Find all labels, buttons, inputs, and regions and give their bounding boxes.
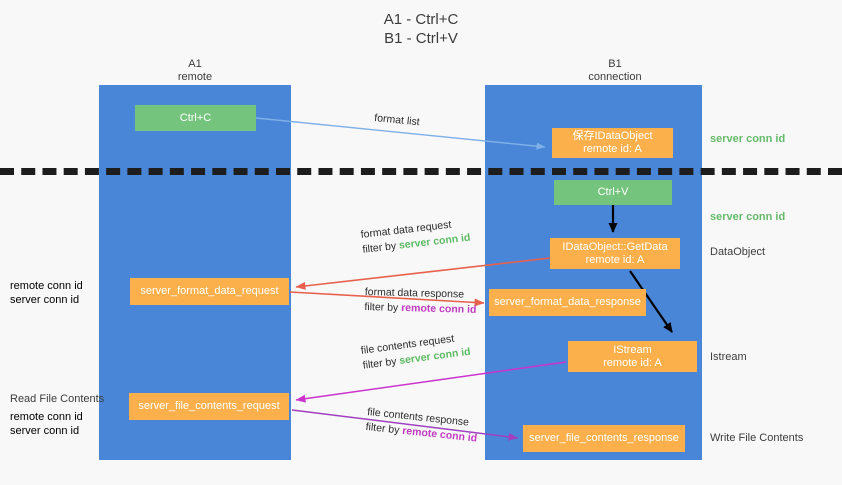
box-ctrl-c[interactable]: Ctrl+C (135, 105, 256, 131)
edge-label-file-contents-response: file contents response filter by remote … (365, 405, 480, 447)
edge-label-format-data-response-filter: filter by remote conn id (364, 300, 476, 318)
box-server-file-contents-request[interactable]: server_file_contents_request (129, 393, 289, 420)
box-server-file-contents-request-label: server_file_contents_request (138, 400, 280, 412)
box-idataobject-top-line1: 保存IDataObject (572, 130, 653, 142)
annotation-istream: Istream (710, 350, 747, 364)
box-ctrl-c-label: Ctrl+C (179, 111, 212, 124)
box-server-format-data-response[interactable]: server_format_data_response (489, 289, 646, 316)
box-istream-line1: IStream (613, 343, 652, 356)
phase-divider (0, 168, 842, 175)
box-ctrl-v[interactable]: Ctrl+V (554, 180, 672, 205)
box-idataobject-getdata[interactable]: IDataObject::GetData remote id: A (550, 238, 680, 269)
edge-label-format-data-request: format data request filter by server con… (360, 216, 471, 258)
box-idataobject-top-line2: remote id: A (583, 143, 642, 155)
column-header-b1-sub: connection (588, 71, 642, 83)
edge-label-format-data-response: format data response filter by remote co… (364, 285, 477, 318)
annotation-remote-conn-id-2: remote conn id (10, 411, 83, 423)
annotation-dataobject: DataObject (710, 245, 765, 259)
column-header-b1-name: B1 (608, 58, 622, 70)
box-server-file-contents-response[interactable]: server_file_contents_response (523, 425, 685, 452)
box-server-format-data-request-label: server_format_data_request (140, 285, 279, 297)
annotation-server-conn-id-second-label: server conn id (710, 211, 786, 223)
box-istream-line2: remote id: A (603, 356, 662, 369)
annotation-istream-label: Istream (710, 351, 747, 363)
annotation-server-conn-id-left-2: server conn id (10, 425, 80, 437)
title-line-2: B1 - Ctrl+V (384, 30, 458, 47)
title-line-1: A1 - Ctrl+C (383, 11, 459, 28)
annotation-server-conn-id-left-1: server conn id (10, 294, 80, 306)
box-server-format-data-response-label: server_format_data_response (494, 296, 641, 308)
annotation-server-conn-id-top: server conn id (710, 132, 785, 146)
edge-label-format-list: format list (374, 111, 421, 130)
annotation-server-conn-id-second: server conn id (710, 210, 785, 224)
filter-value-remote-conn-id: remote conn id (401, 301, 477, 316)
box-istream[interactable]: IStream remote id: A (568, 341, 697, 372)
annotation-remote-conn-id-1: remote conn id (10, 280, 83, 292)
annotation-conn-ids-format: remote conn id server conn id (10, 279, 83, 307)
box-server-file-contents-response-label: server_file_contents_response (529, 432, 679, 444)
filter-prefix: filter by (361, 239, 400, 256)
edge-label-format-list-text: format list (373, 111, 421, 129)
annotation-write-file-contents-label: Write File Contents (710, 432, 804, 444)
annotation-conn-ids-file: remote conn id server conn id (10, 410, 83, 438)
filter-prefix: filter by (362, 355, 401, 372)
annotation-read-file-contents: Read File Contents (10, 392, 104, 406)
annotation-read-file-contents-label: Read File Contents (10, 393, 105, 405)
annotation-dataobject-label: DataObject (710, 246, 766, 258)
box-ctrl-v-label: Ctrl+V (597, 186, 629, 198)
annotation-write-file-contents: Write File Contents (710, 431, 803, 445)
box-idataobject-top[interactable]: 保存IDataObject remote id: A (552, 128, 673, 158)
box-getdata-line2: remote id: A (585, 253, 645, 266)
edge-label-file-contents-request: file contents request filter by server c… (360, 330, 472, 374)
box-server-format-data-request[interactable]: server_format_data_request (130, 278, 289, 305)
page-title: A1 - Ctrl+C B1 - Ctrl+V (0, 10, 842, 48)
filter-prefix: filter by (365, 420, 403, 437)
filter-prefix: filter by (364, 300, 402, 314)
column-header-b1: B1 connection (565, 58, 665, 84)
column-header-a1-sub: remote (177, 71, 213, 83)
column-header-a1: A1 remote (145, 58, 245, 84)
box-getdata-line1: IDataObject::GetData (562, 240, 668, 253)
annotation-server-conn-id-top-label: server conn id (710, 133, 786, 145)
column-header-a1-name: A1 (188, 58, 202, 70)
